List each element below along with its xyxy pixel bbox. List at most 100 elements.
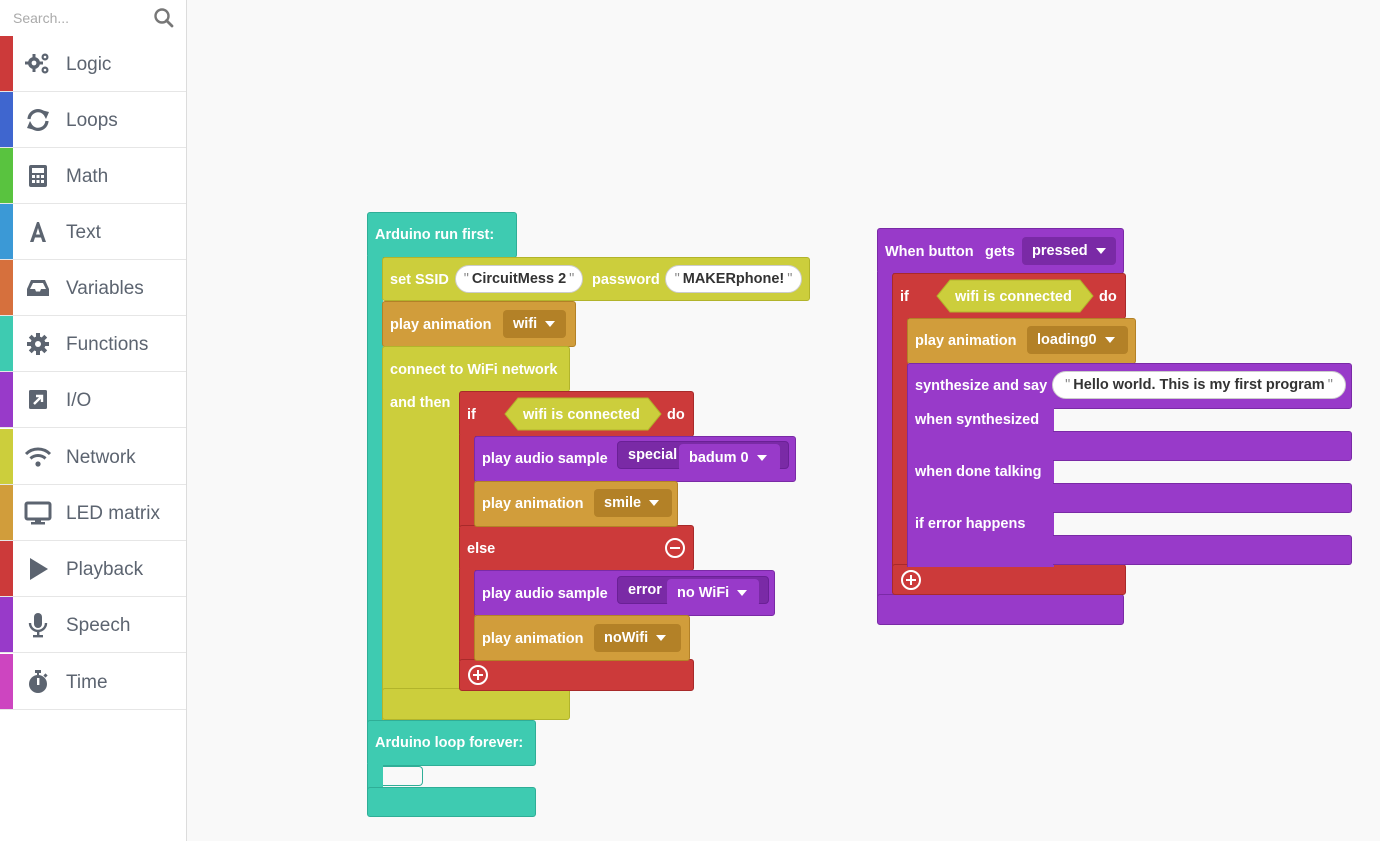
animation-value: loading0: [1037, 332, 1097, 348]
category-label: Time: [66, 672, 108, 693]
toolbox-search: [0, 0, 186, 36]
loop-forever-label: Arduino loop forever:: [375, 735, 524, 751]
empty-statement-slot[interactable]: [1054, 409, 1094, 431]
category-time[interactable]: Time: [0, 654, 186, 710]
close-quote: ": [569, 271, 575, 287]
connect-wifi-bottom: [382, 688, 570, 720]
chevron-down-icon: [1104, 337, 1115, 343]
category-stripe: [0, 204, 13, 259]
if-footer: [892, 564, 1126, 595]
if-error-happens-label: if error happens: [915, 516, 1026, 532]
if-rail-1: [459, 435, 475, 527]
audio-sample-dropdown[interactable]: no WiFi: [667, 579, 759, 607]
category-math[interactable]: Math: [0, 148, 186, 204]
password-value: MAKERphone!: [682, 271, 785, 287]
gears-icon: [25, 53, 49, 74]
set-ssid-label: set SSID: [390, 272, 449, 288]
empty-statement-slot[interactable]: [1054, 513, 1094, 535]
category-label: Logic: [66, 54, 112, 75]
synth-rail: [907, 407, 1054, 567]
close-quote: ": [787, 271, 793, 287]
category-label: Text: [66, 222, 101, 243]
category-stripe: [0, 92, 13, 147]
text-icon: [30, 222, 46, 242]
audio-sample-value: badum 0: [689, 450, 749, 466]
category-io[interactable]: I/O: [0, 372, 186, 428]
category-label: Variables: [66, 278, 144, 299]
category-label: Speech: [66, 615, 131, 636]
category-stripe: [0, 485, 13, 540]
say-text-value: Hello world. This is my first program: [1073, 377, 1325, 393]
button-event-dropdown[interactable]: pressed: [1022, 237, 1116, 265]
category-logic[interactable]: Logic: [0, 36, 186, 92]
empty-statement-slot[interactable]: [383, 766, 423, 786]
audio-sample-value: no WiFi: [677, 585, 730, 601]
ssid-value: CircuitMess 2: [471, 271, 567, 287]
category-stripe: [0, 316, 13, 371]
search-icon[interactable]: [153, 7, 175, 29]
arduino-footer-bar: [367, 787, 536, 817]
audio-category-value: error: [628, 582, 662, 598]
category-variables[interactable]: Variables: [0, 260, 186, 316]
category-stripe: [0, 597, 13, 652]
if-label: if: [900, 289, 909, 305]
category-speech[interactable]: Speech: [0, 597, 186, 653]
wifi-connected-condition[interactable]: [504, 397, 662, 431]
wifi-connected-condition[interactable]: [936, 279, 1094, 313]
else-bar[interactable]: [459, 525, 694, 571]
play-audio-label: play audio sample: [482, 451, 608, 467]
password-label: password: [592, 272, 660, 288]
audio-category-value: special: [628, 447, 678, 463]
category-led-matrix[interactable]: LED matrix: [0, 485, 186, 541]
add-else-button[interactable]: [901, 570, 921, 590]
category-stripe: [0, 654, 13, 709]
category-network[interactable]: Network: [0, 429, 186, 485]
animation-dropdown[interactable]: loading0: [1027, 326, 1128, 354]
animation-value: noWifi: [604, 630, 649, 646]
say-text-field[interactable]: "Hello world. This is my first program": [1052, 371, 1346, 399]
remove-else-button[interactable]: [665, 538, 685, 558]
play-animation-label: play animation: [482, 496, 584, 512]
when-button-footer: [877, 594, 1124, 625]
blocks-workspace[interactable]: Arduino run first: Arduino loop forever:…: [188, 0, 1380, 841]
add-else-if-button[interactable]: [468, 665, 488, 685]
ssid-text-field[interactable]: "CircuitMess 2": [455, 265, 583, 293]
gear-icon: [27, 333, 49, 355]
chevron-down-icon: [649, 500, 660, 506]
open-quote: ": [674, 271, 680, 287]
empty-statement-slot[interactable]: [1054, 461, 1094, 483]
play-icon: [30, 558, 48, 580]
gets-label: gets: [985, 244, 1015, 260]
synth-bar-3: [1053, 535, 1352, 565]
monitor-icon: [24, 501, 52, 525]
synth-bar-1: [1053, 431, 1352, 461]
category-stripe: [0, 541, 13, 596]
animation-dropdown[interactable]: smile: [594, 489, 672, 517]
category-playback[interactable]: Playback: [0, 541, 186, 597]
category-label: Loops: [66, 110, 118, 131]
search-input[interactable]: [6, 6, 146, 30]
category-loops[interactable]: Loops: [0, 92, 186, 148]
animation-dropdown[interactable]: wifi: [503, 310, 566, 338]
animation-value: wifi: [513, 316, 538, 332]
external-link-icon: [29, 390, 47, 409]
if-label: if: [467, 407, 476, 423]
when-button-label: When button: [885, 244, 974, 260]
play-animation-block[interactable]: [907, 318, 1136, 364]
category-label: Playback: [66, 559, 144, 580]
chevron-down-icon: [656, 635, 667, 641]
category-stripe: [0, 36, 13, 91]
arduino-mid-bar[interactable]: [367, 720, 536, 766]
wifi-connected-label: wifi is connected: [955, 289, 1072, 305]
animation-dropdown[interactable]: noWifi: [594, 624, 681, 652]
category-functions[interactable]: Functions: [0, 316, 186, 372]
open-quote: ": [1065, 377, 1071, 393]
connect-wifi-block[interactable]: [382, 346, 570, 392]
when-synthesized-label: when synthesized: [915, 412, 1040, 428]
password-text-field[interactable]: "MAKERphone!": [665, 265, 802, 293]
category-stripe: [0, 148, 13, 203]
category-text[interactable]: Text: [0, 204, 186, 260]
run-first-label: Arduino run first:: [375, 227, 495, 243]
audio-sample-dropdown[interactable]: badum 0: [679, 444, 780, 472]
chevron-down-icon: [1095, 248, 1106, 254]
